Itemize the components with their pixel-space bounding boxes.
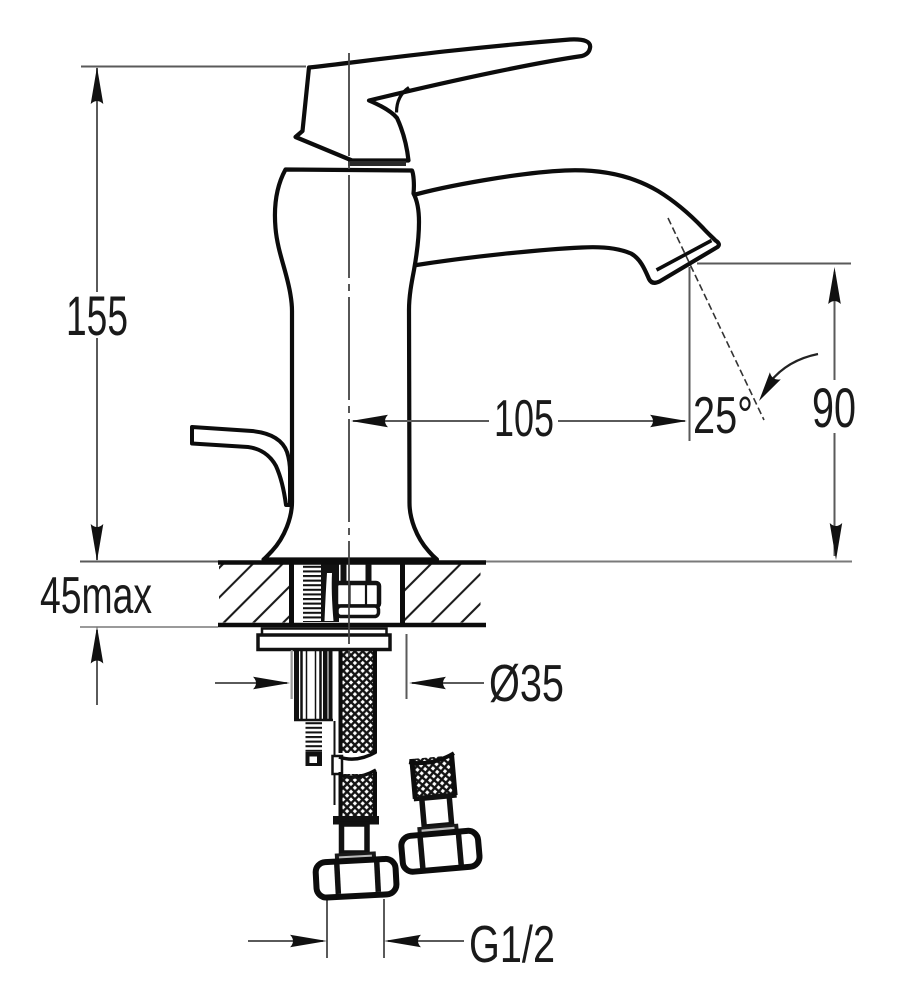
svg-text:90: 90 (812, 376, 856, 439)
svg-text:25°: 25° (693, 387, 753, 445)
svg-text:105: 105 (494, 390, 554, 448)
svg-text:155: 155 (66, 284, 128, 347)
svg-text:45max: 45max (40, 567, 152, 625)
svg-text:Ø35: Ø35 (489, 655, 564, 713)
svg-text:G1/2: G1/2 (469, 916, 555, 974)
